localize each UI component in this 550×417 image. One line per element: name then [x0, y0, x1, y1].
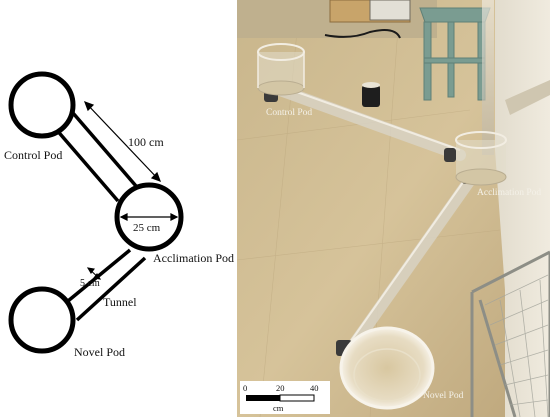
vertical-tube: [482, 0, 494, 155]
tube-control-acclimation: [274, 84, 466, 161]
control-pod-label: Control Pod: [4, 148, 62, 162]
scale-tick-20: 20: [276, 383, 285, 393]
photo-acclimation-pod: [455, 131, 507, 186]
photo-control-pod-label: Control Pod: [266, 108, 312, 118]
scale-tick-40: 40: [310, 383, 319, 393]
novel-pod-label: Novel Pod: [74, 345, 125, 359]
wire-cage: [470, 250, 550, 417]
cable: [324, 29, 401, 39]
photograph: Control Pod Acclimation Pod Novel Pod 0 …: [236, 0, 550, 417]
cage-mesh: [484, 274, 549, 417]
width-arrow: [86, 267, 102, 280]
photo-acclimation-pod-label: Acclimation Pod: [477, 188, 541, 198]
pod-diameter-label: 25 cm: [133, 222, 161, 234]
tube-acclimation-novel: [344, 174, 476, 356]
diameter-arrow: [119, 213, 179, 221]
stool: [419, 7, 491, 101]
tunnel-length-label: 100 cm: [128, 135, 164, 149]
tunnel-width-label: 5 cm: [80, 278, 100, 289]
connector-acclimation-top: [444, 148, 456, 162]
length-arrow: [83, 100, 162, 183]
scale-bar-black-segment: [246, 395, 280, 401]
tunnel-label: Tunnel: [103, 295, 137, 309]
scale-bar: 0 20 40 cm: [240, 381, 330, 414]
photo-control-pod: [257, 43, 305, 96]
baseboard: [505, 80, 550, 115]
tunnel-acclimation-novel: [66, 248, 147, 322]
novel-pod-circle: [8, 286, 76, 354]
tunnel-control-acclimation: [53, 111, 138, 203]
jar: [362, 82, 380, 107]
scale-unit: cm: [273, 403, 284, 413]
control-pod-circle: [8, 71, 76, 139]
scale-tick-0: 0: [243, 383, 247, 393]
acclimation-pod-label: Acclimation Pod: [153, 251, 234, 265]
scale-bar-white-segment: [279, 394, 315, 402]
photo-novel-pod: [339, 326, 435, 410]
equipment-box: [369, 0, 411, 21]
schematic-diagram: 100 cm 25 cm 5 cm Control Pod Acclimatio…: [4, 71, 234, 359]
photo-novel-pod-label: Novel Pod: [423, 391, 464, 401]
